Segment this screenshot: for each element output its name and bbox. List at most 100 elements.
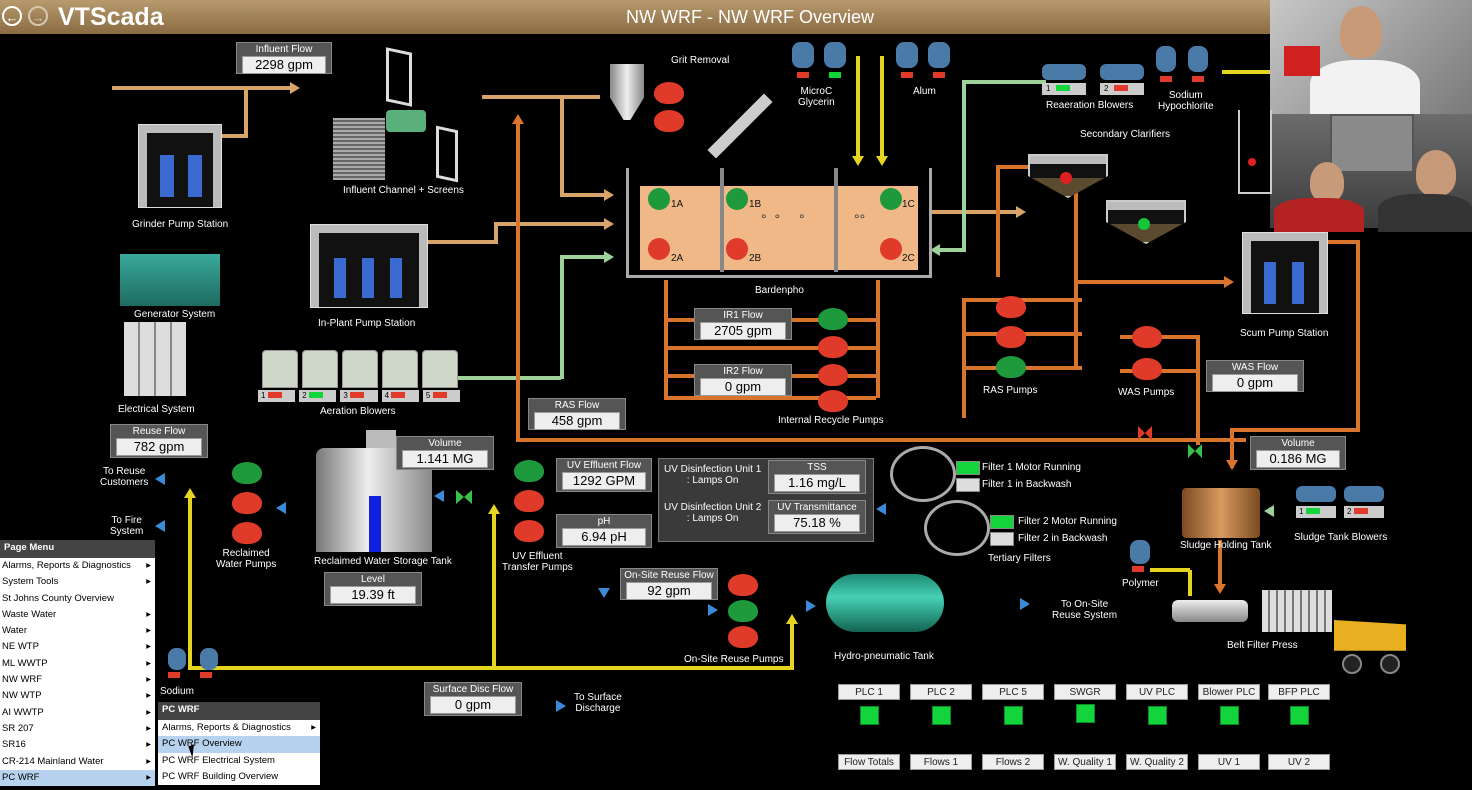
aeration-blower-4[interactable] [382,350,418,388]
menu-item-ml-wwtp[interactable]: ML WWTP▸ [0,656,155,672]
flows-1-button[interactable]: Flows 1 [910,754,972,770]
forward-arrow-icon[interactable]: → [28,6,48,26]
menu-item-alarms[interactable]: Alarms, Reports & Diagnostics▸ [0,558,155,574]
uv-1-button[interactable]: UV 1 [1198,754,1260,770]
onsite-pump-2[interactable] [728,600,758,622]
submenu-pc-wrf-electrical[interactable]: PC WRF Electrical System [162,754,275,766]
mixer-2a[interactable] [648,238,670,260]
sludge-pump[interactable] [1172,600,1248,622]
flow-totals-button[interactable]: Flow Totals [838,754,900,770]
w-quality-2-button[interactable]: W. Quality 2 [1126,754,1188,770]
arrow-microc [852,156,864,166]
aeration-blower-2[interactable] [302,350,338,388]
menu-item-nw-wtp[interactable]: NW WTP▸ [0,688,155,704]
mixer-1a[interactable] [648,188,670,210]
basin-wall-2 [834,168,838,272]
belt-filter-press[interactable] [1262,590,1332,632]
tertiary-filter-1[interactable] [890,446,956,502]
submenu-pc-wrf-building[interactable]: PC WRF Building Overview [162,770,279,782]
uv-transfer-pump-3[interactable] [514,520,544,542]
microc-pump-2[interactable] [824,42,846,68]
tertiary-filter-2[interactable] [924,500,990,556]
hydro-pneumatic-tank[interactable] [826,574,944,632]
alum-pump-1[interactable] [896,42,918,68]
arrow-inplant [604,218,614,230]
onsite-pump-1[interactable] [728,574,758,596]
grinder-pump-station[interactable] [138,124,222,208]
valve-green[interactable] [1188,444,1202,458]
onsite-pump-3[interactable] [728,626,758,648]
ir-pump-4[interactable] [818,390,848,412]
back-arrow-icon[interactable]: ← [2,6,22,26]
ir-pump-3[interactable] [818,364,848,386]
uv-2-button[interactable]: UV 2 [1268,754,1330,770]
mixer-2c[interactable] [880,238,902,260]
flows-2-button[interactable]: Flows 2 [982,754,1044,770]
sodium-pump-2[interactable] [200,648,218,670]
ras-pump-1[interactable] [996,296,1026,318]
valve-red[interactable] [1138,426,1152,440]
submenu-alarms[interactable]: Alarms, Reports & Diagnostics▸ [158,720,320,736]
menu-item-nw-wrf[interactable]: NW WRF▸ [0,672,155,688]
generator[interactable] [120,254,220,306]
menu-item-st-johns[interactable]: St Johns County Overview [2,592,114,604]
uv-unit-2-label: UV Disinfection Unit 2 : Lamps On [664,502,762,524]
sludge-blower-2[interactable] [1344,486,1384,502]
blower-5-status: 5 [422,390,461,402]
aeration-blower-5[interactable] [422,350,458,388]
chevron-right-icon: ▸ [146,608,151,620]
uv-transfer-pump-1[interactable] [514,460,544,482]
microc-pump-1[interactable] [792,42,814,68]
electrical-cabinet[interactable] [124,322,186,396]
scum-pump-station[interactable] [1242,232,1328,314]
reaeration-blower-1[interactable] [1042,64,1086,80]
mixer-1c[interactable] [880,188,902,210]
menu-item-system-tools[interactable]: System Tools▸ [0,574,155,590]
bfp-plc-button[interactable]: BFP PLC [1268,684,1330,700]
bardenpho-basin[interactable] [626,168,932,278]
ir-pump-1[interactable] [818,308,848,330]
grit-pump-1[interactable] [654,82,684,104]
uv-transfer-pump-2[interactable] [514,490,544,512]
menu-item-sr-207[interactable]: SR 207▸ [0,721,155,737]
sludge-holding-tank[interactable] [1182,488,1260,538]
pipe-scum-down [1356,240,1360,430]
filter1-backwash-label: Filter 1 in Backwash [982,479,1072,490]
aeration-blower-3[interactable] [342,350,378,388]
was-pump-2[interactable] [1132,358,1162,380]
menu-item-waste-water[interactable]: Waste Water▸ [0,607,155,623]
mixer-2b[interactable] [726,238,748,260]
mixer-1b[interactable] [726,188,748,210]
menu-item-ne-wtp[interactable]: NE WTP▸ [0,639,155,655]
reaeration-blower-2[interactable] [1100,64,1144,80]
ir-pump-2[interactable] [818,336,848,358]
hypo-pump-2[interactable] [1188,46,1208,72]
plc-1-button[interactable]: PLC 1 [838,684,900,700]
menu-item-sr16[interactable]: SR16▸ [0,737,155,753]
blower-plc-button[interactable]: Blower PLC [1198,684,1260,700]
reclaimed-pump-1[interactable] [232,462,262,484]
ras-pump-2[interactable] [996,326,1026,348]
uv-plc-button[interactable]: UV PLC [1126,684,1188,700]
was-pump-1[interactable] [1132,326,1162,348]
w-quality-1-button[interactable]: W. Quality 1 [1054,754,1116,770]
alum-pump-2[interactable] [928,42,950,68]
aeration-blower-1[interactable] [262,350,298,388]
menu-item-water[interactable]: Water▸ [0,623,155,639]
menu-item-cr-214[interactable]: CR-214 Mainland Water▸ [0,754,155,770]
reclaimed-pump-2[interactable] [232,492,262,514]
sludge-blower-1[interactable] [1296,486,1336,502]
ras-pump-3[interactable] [996,356,1026,378]
sodium-pump-1[interactable] [168,648,186,670]
hypo-pump-1[interactable] [1156,46,1176,72]
submenu-pc-wrf-overview[interactable]: PC WRF Overview [158,736,320,753]
menu-item-ai-wwtp[interactable]: AI WWTP▸ [0,705,155,721]
tank-inlet-valve[interactable] [456,490,472,504]
swgr-button[interactable]: SWGR [1054,684,1116,700]
polymer-pump[interactable] [1130,540,1150,564]
grit-pump-2[interactable] [654,110,684,132]
menu-item-pc-wrf[interactable]: PC WRF▸ [0,769,155,787]
reclaimed-pump-3[interactable] [232,522,262,544]
plc-2-button[interactable]: PLC 2 [910,684,972,700]
plc-5-button[interactable]: PLC 5 [982,684,1044,700]
